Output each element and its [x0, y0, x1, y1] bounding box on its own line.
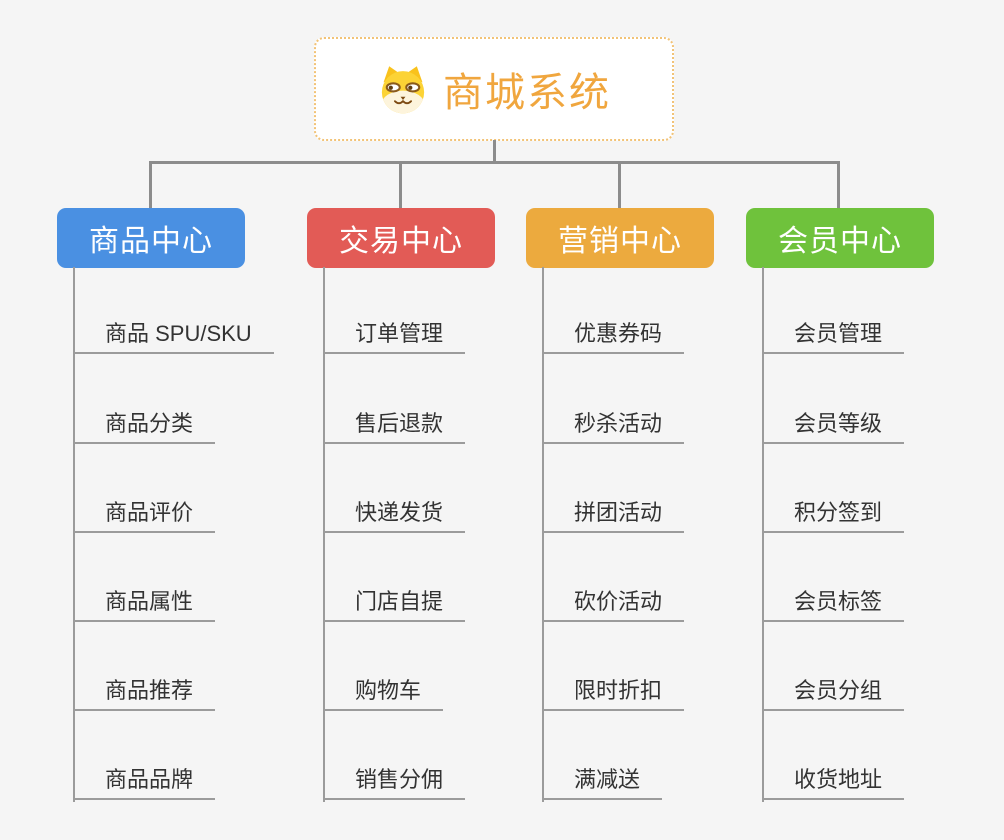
connector-horizontal-bar	[149, 161, 840, 164]
node-item[interactable]: 购物车	[323, 679, 444, 711]
spine-member-center	[762, 267, 764, 802]
node-item[interactable]: 商品品牌	[73, 768, 216, 800]
node-item[interactable]: 秒杀活动	[542, 412, 685, 444]
node-item[interactable]: 会员标签	[762, 590, 905, 622]
node-item[interactable]: 商品推荐	[73, 679, 216, 711]
node-item[interactable]: 积分签到	[762, 501, 905, 533]
node-item[interactable]: 会员分组	[762, 679, 905, 711]
node-item[interactable]: 门店自提	[323, 590, 466, 622]
node-item[interactable]: 销售分佣	[323, 768, 466, 800]
node-item[interactable]: 砍价活动	[542, 590, 685, 622]
branch-member-center[interactable]: 会员中心	[746, 208, 934, 268]
connector-root-stem	[493, 140, 496, 162]
root-node-label: 商城系统	[443, 71, 611, 115]
spine-product-center	[73, 267, 75, 802]
branch-marketing-center[interactable]: 营销中心	[526, 208, 714, 268]
node-item[interactable]: 会员等级	[762, 412, 905, 444]
node-item[interactable]: 商品分类	[73, 412, 216, 444]
connector-drop-trade	[399, 161, 402, 209]
node-item[interactable]: 限时折扣	[542, 679, 685, 711]
node-item[interactable]: 收货地址	[762, 768, 905, 800]
connector-drop-marketing	[618, 161, 621, 209]
node-item[interactable]: 商品 SPU/SKU	[73, 322, 274, 354]
node-item[interactable]: 订单管理	[323, 322, 466, 354]
node-item[interactable]: 商品属性	[73, 590, 216, 622]
node-item[interactable]: 快递发货	[323, 501, 466, 533]
branch-trade-center[interactable]: 交易中心	[307, 208, 495, 268]
node-item[interactable]: 满减送	[542, 768, 663, 800]
connector-drop-member	[837, 161, 840, 209]
node-item[interactable]: 售后退款	[323, 412, 466, 444]
root-node[interactable]: 商城系统	[314, 37, 674, 141]
spine-trade-center	[323, 267, 325, 802]
connector-drop-product	[149, 161, 152, 209]
node-item[interactable]: 会员管理	[762, 322, 905, 354]
node-item[interactable]: 商品评价	[73, 501, 216, 533]
branch-product-center[interactable]: 商品中心	[57, 208, 245, 268]
spine-marketing-center	[542, 267, 544, 802]
node-item[interactable]: 拼团活动	[542, 501, 685, 533]
node-item[interactable]: 优惠券码	[542, 322, 685, 354]
shiba-dog-icon	[381, 66, 425, 114]
